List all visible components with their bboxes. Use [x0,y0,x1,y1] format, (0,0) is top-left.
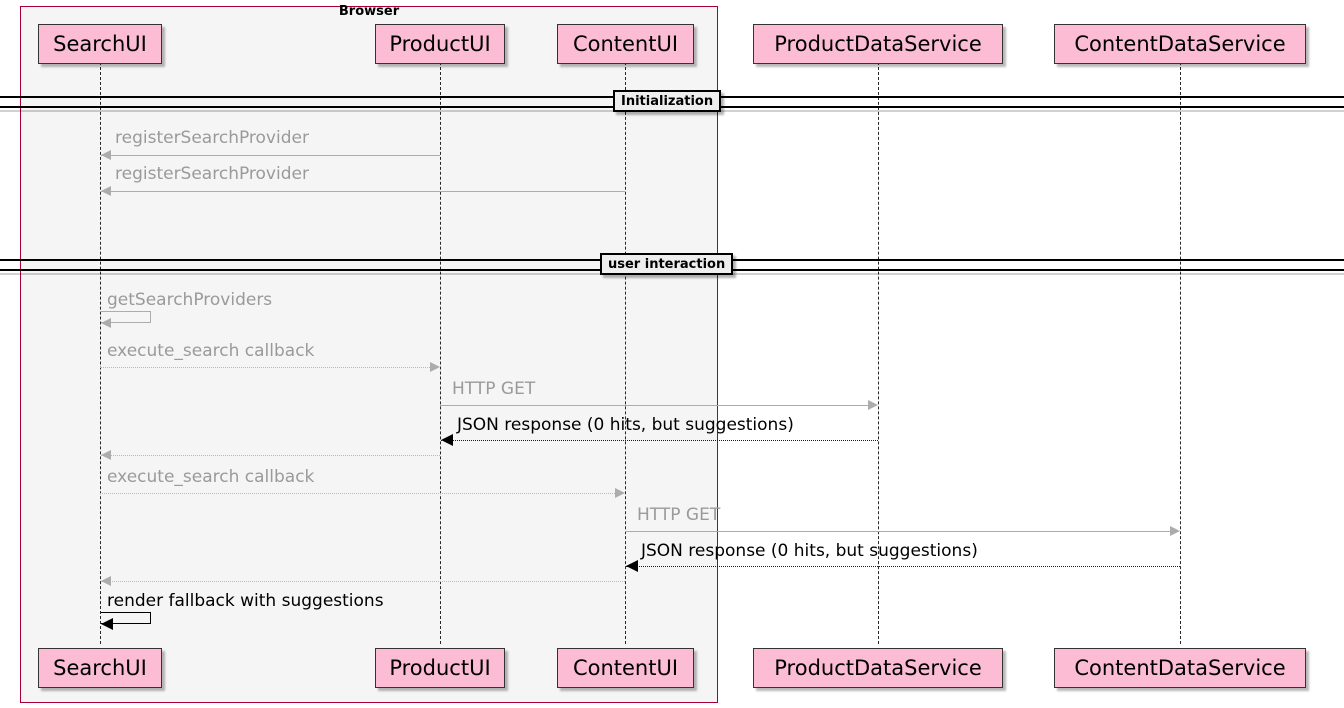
divider-label-user-interaction: user interaction [600,253,734,275]
message-arrowhead-http-get-2 [1170,526,1180,536]
participant-label-productui-top: ProductUI [389,32,491,56]
message-line-register-search-provider-1 [101,155,440,156]
lifeline-searchui [100,62,101,644]
message-line-http-get-2 [625,531,1170,532]
message-line-return-contentui-to-searchui [101,581,625,582]
message-arrowhead-register-search-provider-1 [101,150,111,160]
group-browser-frame [20,6,718,703]
message-arrowhead-json-response-2 [626,560,638,572]
participant-contentui-bottom[interactable]: ContentUI [557,648,694,688]
message-label-get-search-providers: getSearchProviders [107,290,273,310]
message-arrowhead-register-search-provider-2 [101,186,111,196]
message-label-register-search-provider-1: registerSearchProvider [115,128,309,148]
participant-productdataservice-bottom[interactable]: ProductDataService [753,648,1003,688]
group-browser-title: Browser [338,4,400,19]
participant-label-contentdataservice-bottom: ContentDataService [1074,656,1286,680]
message-line-return-productui-to-searchui [101,455,440,456]
message-label-json-response-2: JSON response (0 hits, but suggestions) [641,541,978,561]
participant-contentdataservice-top[interactable]: ContentDataService [1054,24,1306,64]
participant-productdataservice-top[interactable]: ProductDataService [753,24,1003,64]
lifeline-contentdataservice [1180,62,1181,644]
divider-label-initialization: Initialization [613,90,722,112]
participant-contentdataservice-bottom[interactable]: ContentDataService [1054,648,1306,688]
lifeline-productui [440,62,441,644]
message-line-json-response-1 [441,440,878,441]
message-arrowhead-return-productui-to-searchui [101,450,111,460]
participant-label-searchui-top: SearchUI [53,32,147,56]
participant-productui-bottom[interactable]: ProductUI [375,648,505,688]
message-arrowhead-http-get-1 [868,400,878,410]
message-label-render-fallback: render fallback with suggestions [107,591,384,611]
message-line-execute-search-callback-1 [100,367,430,368]
message-line-execute-search-callback-2 [100,493,615,494]
message-label-register-search-provider-2: registerSearchProvider [115,164,309,184]
message-line-http-get-1 [440,405,868,406]
participant-label-contentdataservice-top: ContentDataService [1074,32,1286,56]
participant-label-searchui-bottom: SearchUI [53,656,147,680]
message-selfloop-get-search-providers [101,311,151,323]
message-arrowhead-execute-search-callback-2 [615,488,625,498]
message-arrowhead-return-contentui-to-searchui [101,576,111,586]
message-label-execute-search-callback-1: execute_search callback [107,341,315,361]
lifeline-contentui [625,62,626,644]
participant-searchui-bottom[interactable]: SearchUI [38,648,162,688]
lifeline-productdataservice [878,62,879,644]
message-label-json-response-1: JSON response (0 hits, but suggestions) [457,415,794,435]
participant-productui-top[interactable]: ProductUI [375,24,505,64]
participant-label-productdataservice-bottom: ProductDataService [774,656,982,680]
participant-label-productui-bottom: ProductUI [389,656,491,680]
participant-label-contentui-bottom: ContentUI [572,656,679,680]
message-arrowhead-json-response-1 [441,434,453,446]
message-label-http-get-1: HTTP GET [452,379,536,399]
message-arrowhead-get-search-providers [101,318,111,328]
message-selfloop-render-fallback [101,612,151,624]
message-line-json-response-2 [626,566,1180,567]
message-label-http-get-2: HTTP GET [637,505,721,525]
message-arrowhead-execute-search-callback-1 [430,362,440,372]
participant-label-productdataservice-top: ProductDataService [774,32,982,56]
message-line-register-search-provider-2 [101,191,625,192]
participant-searchui-top[interactable]: SearchUI [38,24,162,64]
message-label-execute-search-callback-2: execute_search callback [107,467,315,487]
participant-contentui-top[interactable]: ContentUI [557,24,694,64]
message-arrowhead-render-fallback [101,618,113,630]
participant-label-contentui-top: ContentUI [572,32,679,56]
